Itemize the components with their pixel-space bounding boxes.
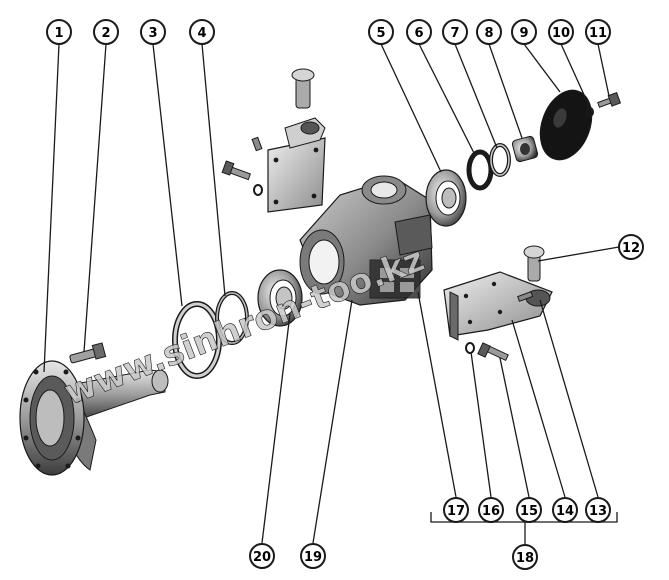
- callout-markers: 1 2 3 4 5 6 7 8 9 10 11 12 13 14 15 16 1…: [46, 19, 644, 570]
- callout-10-label: 10: [552, 26, 570, 41]
- callout-11-label: 11: [589, 26, 607, 41]
- callout-2-label: 2: [101, 26, 110, 41]
- upper-bolt-part: [221, 160, 263, 196]
- callout-17-label: 17: [447, 504, 465, 519]
- callout-19-label: 19: [304, 550, 322, 565]
- callout-13: 13: [585, 497, 611, 523]
- callout-18: 18: [512, 544, 538, 570]
- bearing-left-part: [257, 269, 303, 327]
- flanged-shaft-part: [19, 360, 169, 476]
- callout-1: 1: [46, 19, 72, 45]
- upper-bracket-part: [251, 117, 326, 213]
- lower-bracket-part: [443, 271, 553, 341]
- callout-5-label: 5: [376, 26, 385, 41]
- callout-12-label: 12: [622, 241, 640, 256]
- bolt-part: [69, 342, 107, 364]
- callout-5: 5: [368, 19, 394, 45]
- right-pin-part: [523, 245, 545, 282]
- callout-15: 15: [516, 497, 542, 523]
- callout-13-label: 13: [589, 504, 607, 519]
- callout-4-label: 4: [197, 26, 206, 41]
- seal-ring-part: [172, 301, 222, 379]
- callout-10: 10: [548, 19, 574, 45]
- callout-3: 3: [140, 19, 166, 45]
- callout-11: 11: [585, 19, 611, 45]
- end-cap-part: [539, 89, 593, 161]
- washer-small-part: [489, 143, 511, 177]
- callout-4: 4: [189, 19, 215, 45]
- callout-8: 8: [476, 19, 502, 45]
- lower-washer-part: [465, 342, 475, 354]
- callout-12: 12: [618, 234, 644, 260]
- bearing-right-part: [425, 169, 467, 227]
- callout-17: 17: [443, 497, 469, 523]
- callout-16-label: 16: [482, 504, 500, 519]
- callout-16: 16: [478, 497, 504, 523]
- callout-14: 14: [552, 497, 578, 523]
- nut-part: [511, 135, 539, 163]
- callout-19: 19: [300, 543, 326, 569]
- callout-7: 7: [442, 19, 468, 45]
- callout-20: 20: [249, 543, 275, 569]
- callout-8-label: 8: [484, 26, 493, 41]
- callout-15-label: 15: [520, 504, 538, 519]
- lower-bolt-part: [477, 342, 509, 362]
- callout-3-label: 3: [148, 26, 157, 41]
- watermark-text: www.sinhron-too.kz: [59, 239, 430, 413]
- callout-7-label: 7: [450, 26, 459, 41]
- callout-18-label: 18: [516, 551, 534, 566]
- small-bolt-part: [597, 92, 622, 108]
- callout-14-label: 14: [556, 504, 574, 519]
- main-housing-part: [299, 175, 433, 306]
- callout-6: 6: [406, 19, 432, 45]
- thin-ring-part: [215, 291, 249, 345]
- callout-6-label: 6: [414, 26, 423, 41]
- callout-1-label: 1: [54, 26, 63, 41]
- callout-20-label: 20: [253, 550, 271, 565]
- washer-large-part: [466, 149, 494, 191]
- callout-2: 2: [93, 19, 119, 45]
- upper-pin-part: [291, 68, 315, 109]
- callout-9-label: 9: [519, 26, 528, 41]
- callout-9: 9: [511, 19, 537, 45]
